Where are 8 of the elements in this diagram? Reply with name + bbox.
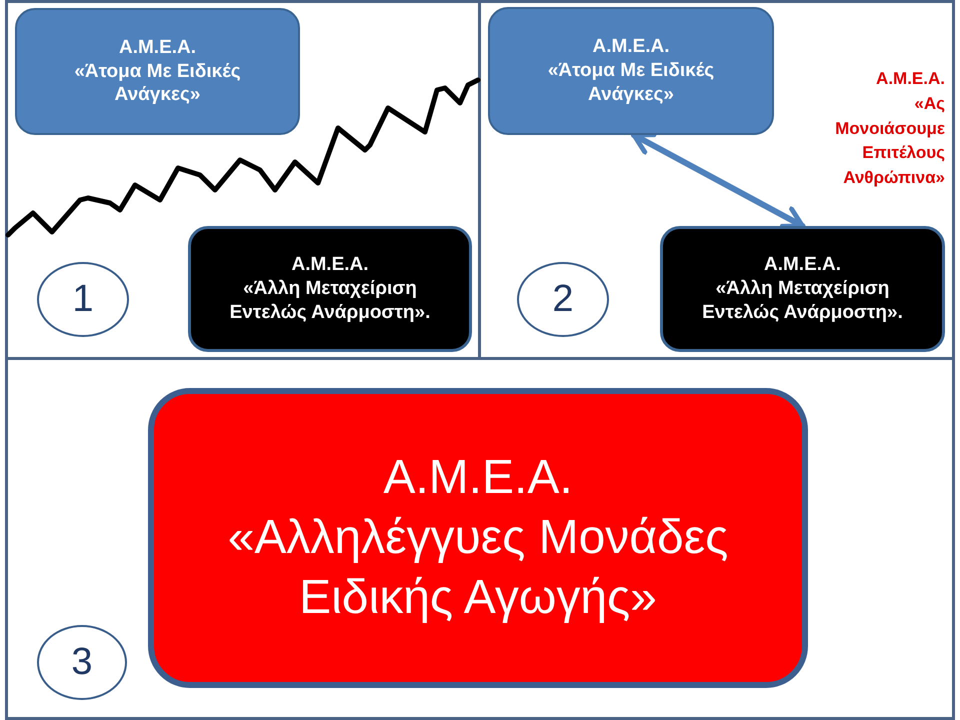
note-text: «Ας Μονοιάσουμε Επιτέλους Ανθρώπινα» — [834, 93, 945, 189]
note-heading: Α.Μ.Ε.Α. — [875, 68, 945, 90]
term-box: Α.Μ.Ε.Α. «Άλλη Μεταχείριση Εντελώς Ανάρμοστη». — [188, 226, 472, 352]
term-box: Α.Μ.Ε.Α. «Αλληλέγγυες Μονάδες Ειδικής Αγωγής» — [148, 388, 808, 688]
term-box: Α.Μ.Ε.Α. «Άτομα Με Ειδικές Ανάγκες» — [15, 8, 300, 135]
double-arrow — [630, 132, 806, 229]
term-box: Α.Μ.Ε.Α. «Άτομα Με Ειδικές Ανάγκες» — [488, 7, 774, 135]
term-box: Α.Μ.Ε.Α. «Άλλη Μεταχείριση Εντελώς Ανάρμοστη». — [660, 226, 945, 352]
